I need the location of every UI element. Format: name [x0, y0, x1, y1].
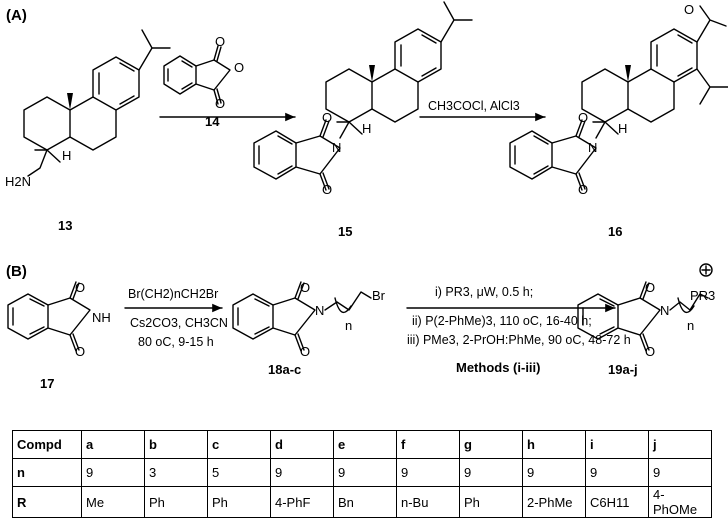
substituent-table: Compd a b c d e f g h i j n 9 3 5 9 9 9 …: [12, 430, 712, 518]
table-row-n: n 9 3 5 9 9 9 9 9 9 9: [12, 458, 712, 487]
table-cell: 3: [144, 458, 208, 487]
atom-o: O: [234, 60, 244, 75]
step2-method-ii: ii) P(2-PhMe)3, 110 oC, 16-40 h;: [412, 314, 592, 328]
reaction-scheme: (A) H H2N 13 O O O 14 H N O O 15 CH3COCl…: [5, 1, 728, 391]
atom-n: N: [332, 140, 341, 155]
atom-o: O: [578, 182, 588, 197]
table-cell: 4-PhOMe: [648, 486, 712, 518]
table-cell: Bn: [333, 486, 397, 518]
atom-h2n: H2N: [5, 174, 31, 189]
atom-n: N: [315, 303, 324, 318]
compound-15-label: 15: [338, 224, 352, 239]
table-row-r: R Me Ph Ph 4-PhF Bn n-Bu Ph 2-PhMe C6H11…: [12, 486, 712, 518]
step2-method-i: i) PR3, μW, 0.5 h;: [435, 285, 533, 299]
table-header-cell: a: [81, 430, 145, 459]
compound-13-structure: [23, 29, 171, 177]
atom-o: O: [300, 280, 310, 295]
table-cell: 9: [81, 458, 145, 487]
step2-method-iii: iii) PMe3, 2-PrOH:PhMe, 90 oC, 48-72 h: [407, 333, 631, 347]
compound-19-structure: [577, 281, 709, 352]
atom-h: H: [618, 121, 627, 136]
atom-o: O: [322, 110, 332, 125]
table-cell: 9: [333, 458, 397, 487]
table-cell: 9: [459, 458, 523, 487]
table-header-cell: i: [585, 430, 649, 459]
table-header-row: Compd a b c d e f g h i j: [12, 430, 712, 459]
compound-15-phthalimide: [253, 119, 341, 191]
step1-conditions: 80 oC, 9-15 h: [138, 335, 214, 349]
compound-16-label: 16: [608, 224, 622, 239]
compound-18-structure: [232, 281, 372, 352]
compound-19-label: 19a-j: [608, 362, 638, 377]
table-header-cell: c: [207, 430, 271, 459]
compound-14-label: 14: [205, 114, 220, 129]
atom-h: H: [362, 121, 371, 136]
table-cell: 9: [522, 458, 586, 487]
compound-17-structure: [7, 281, 91, 352]
table-header-cell: f: [396, 430, 460, 459]
compound-17-label: 17: [40, 376, 54, 391]
table-header-cell: h: [522, 430, 586, 459]
table-cell: 9: [648, 458, 712, 487]
table-header-cell: d: [270, 430, 334, 459]
atom-n: N: [660, 303, 669, 318]
positive-charge-icon: [699, 263, 713, 277]
table-cell: 9: [396, 458, 460, 487]
table-cell: Me: [81, 486, 145, 518]
subscript-n: n: [687, 318, 694, 333]
compound-15-structure: [325, 1, 473, 139]
panel-b-label: (B): [6, 263, 27, 280]
compound-14-structure: [163, 45, 231, 105]
table-header-cell: j: [648, 430, 712, 459]
atom-o: O: [645, 280, 655, 295]
table-cell: Ph: [207, 486, 271, 518]
table-cell: 9: [270, 458, 334, 487]
atom-n: N: [588, 140, 597, 155]
step1-base: Cs2CO3, CH3CN: [130, 316, 228, 330]
table-header-cell: e: [333, 430, 397, 459]
panel-a-label: (A): [6, 7, 27, 24]
compound-16-phthalimide: [509, 119, 597, 191]
table-header-cell: Compd: [12, 430, 82, 459]
atom-o: O: [75, 280, 85, 295]
atom-o: O: [684, 2, 694, 17]
table-cell: 2-PhMe: [522, 486, 586, 518]
reagent-acetylation: CH3COCl, AlCl3: [428, 99, 520, 113]
atom-o: O: [578, 110, 588, 125]
table-cell: Ph: [144, 486, 208, 518]
atom-o: O: [322, 182, 332, 197]
compound-16-structure: [581, 5, 728, 139]
table-header-cell: b: [144, 430, 208, 459]
step1-reagent: Br(CH2)nCH2Br: [128, 287, 218, 301]
table-cell: C6H11: [585, 486, 649, 518]
atom-nh: NH: [92, 310, 111, 325]
atom-br: Br: [372, 288, 386, 303]
atom-o: O: [215, 34, 225, 49]
atom-o: O: [300, 344, 310, 359]
compound-18-label: 18a-c: [268, 362, 301, 377]
table-cell: 5: [207, 458, 271, 487]
subscript-n: n: [345, 318, 352, 333]
atom-pr3: PR3: [690, 288, 715, 303]
table-cell: n-Bu: [396, 486, 460, 518]
atom-h: H: [62, 148, 71, 163]
table-cell: n: [12, 458, 82, 487]
table-cell: 9: [585, 458, 649, 487]
table-cell: 4-PhF: [270, 486, 334, 518]
table-cell: Ph: [459, 486, 523, 518]
atom-o: O: [645, 344, 655, 359]
atom-o: O: [75, 344, 85, 359]
atom-o: O: [215, 96, 225, 111]
methods-label: Methods (i-iii): [456, 360, 541, 375]
table-cell: R: [12, 486, 82, 518]
compound-13-label: 13: [58, 218, 72, 233]
table-header-cell: g: [459, 430, 523, 459]
